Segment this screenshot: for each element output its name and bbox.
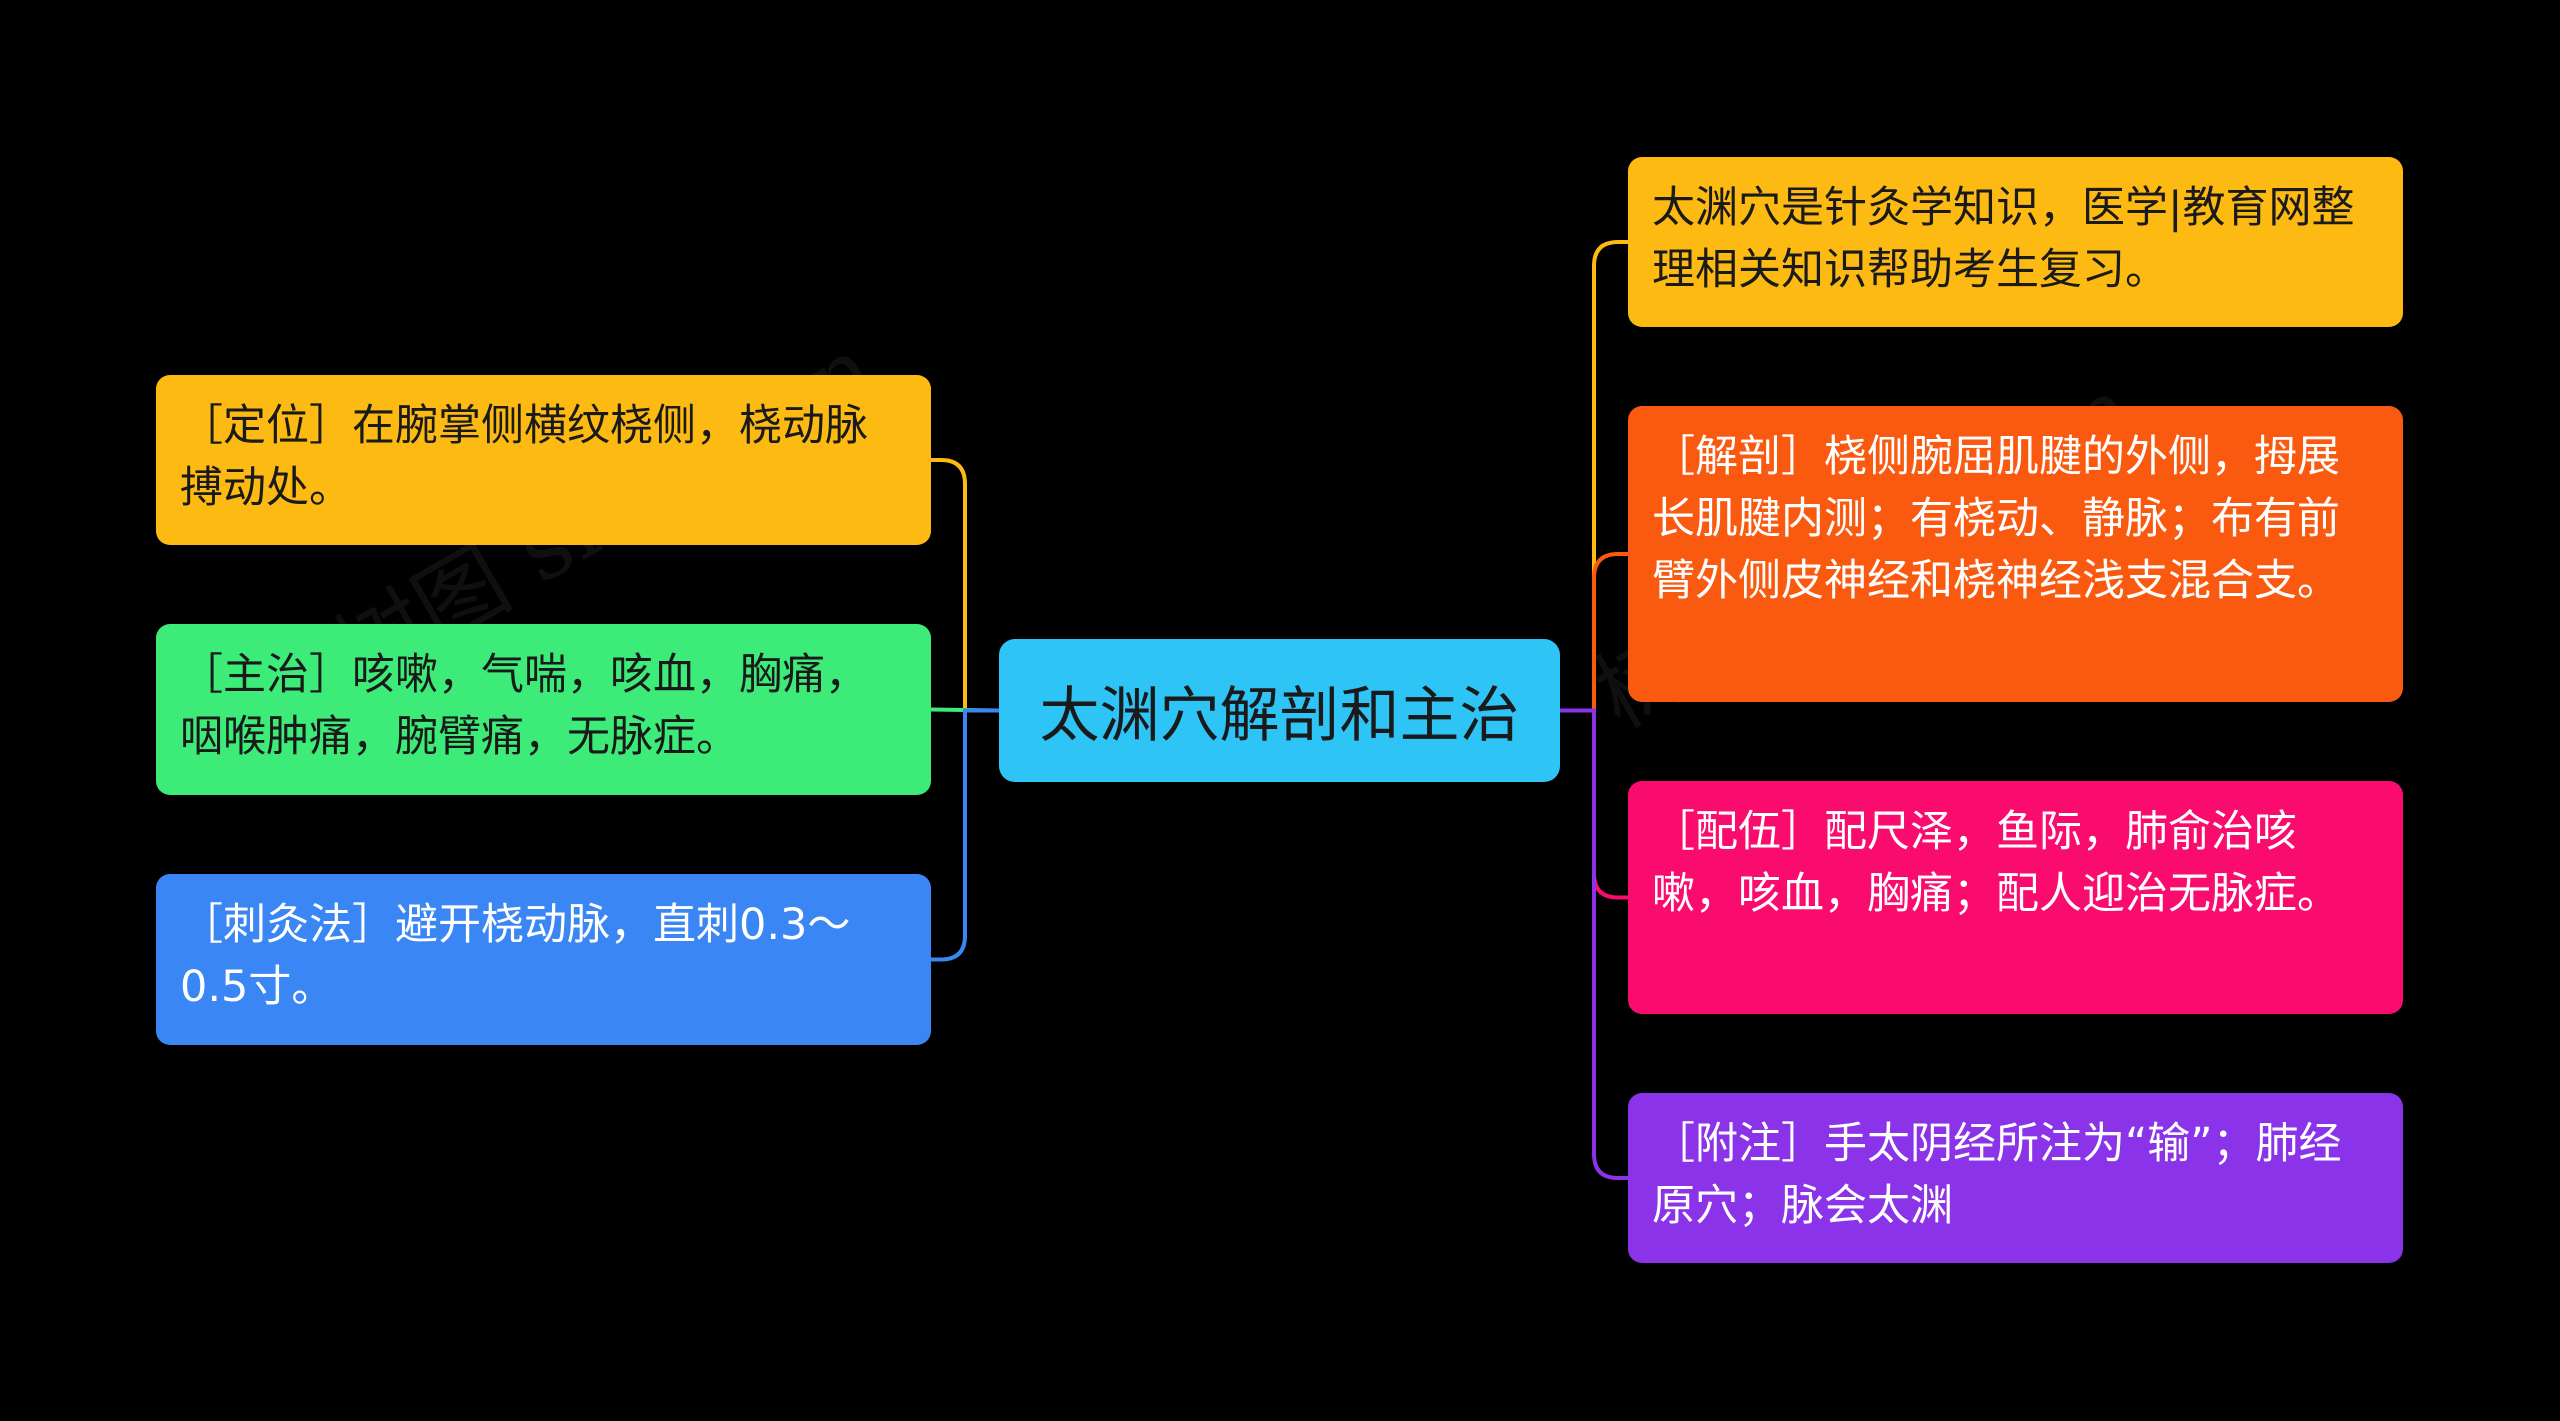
left-connector-line <box>931 708 999 962</box>
central-topic[interactable]: 太渊穴解剖和主治 <box>999 639 1560 782</box>
right-node-intro[interactable]: 太渊穴是针灸学知识，医学|教育网整理相关知识帮助考生复习。 <box>1628 157 2403 327</box>
left-node-indications[interactable]: ［主治］咳嗽，气喘，咳血，胸痛，咽喉肿痛，腕臂痛，无脉症。 <box>156 624 931 795</box>
right-node-anatomy[interactable]: ［解剖］桡侧腕屈肌腱的外侧，拇展长肌腱内测；有桡动、静脉；布有前臂外侧皮神经和桡… <box>1628 406 2403 702</box>
left-node-location[interactable]: ［定位］在腕掌侧横纹桡侧，桡动脉搏动处。 <box>156 375 931 545</box>
right-connector-line <box>1560 240 1628 713</box>
left-connector-line <box>931 458 999 713</box>
left-node-needling-method[interactable]: ［刺灸法］避开桡动脉，直刺0.3～0.5寸。 <box>156 874 931 1045</box>
right-node-combination[interactable]: ［配伍］配尺泽，鱼际，肺俞治咳嗽，咳血，胸痛；配人迎治无脉症。 <box>1628 781 2403 1014</box>
right-node-notes[interactable]: ［附注］手太阴经所注为“输”；肺经原穴；脉会太渊 <box>1628 1093 2403 1263</box>
right-connector-line <box>1560 708 1628 1180</box>
right-connector-line <box>1560 552 1628 713</box>
